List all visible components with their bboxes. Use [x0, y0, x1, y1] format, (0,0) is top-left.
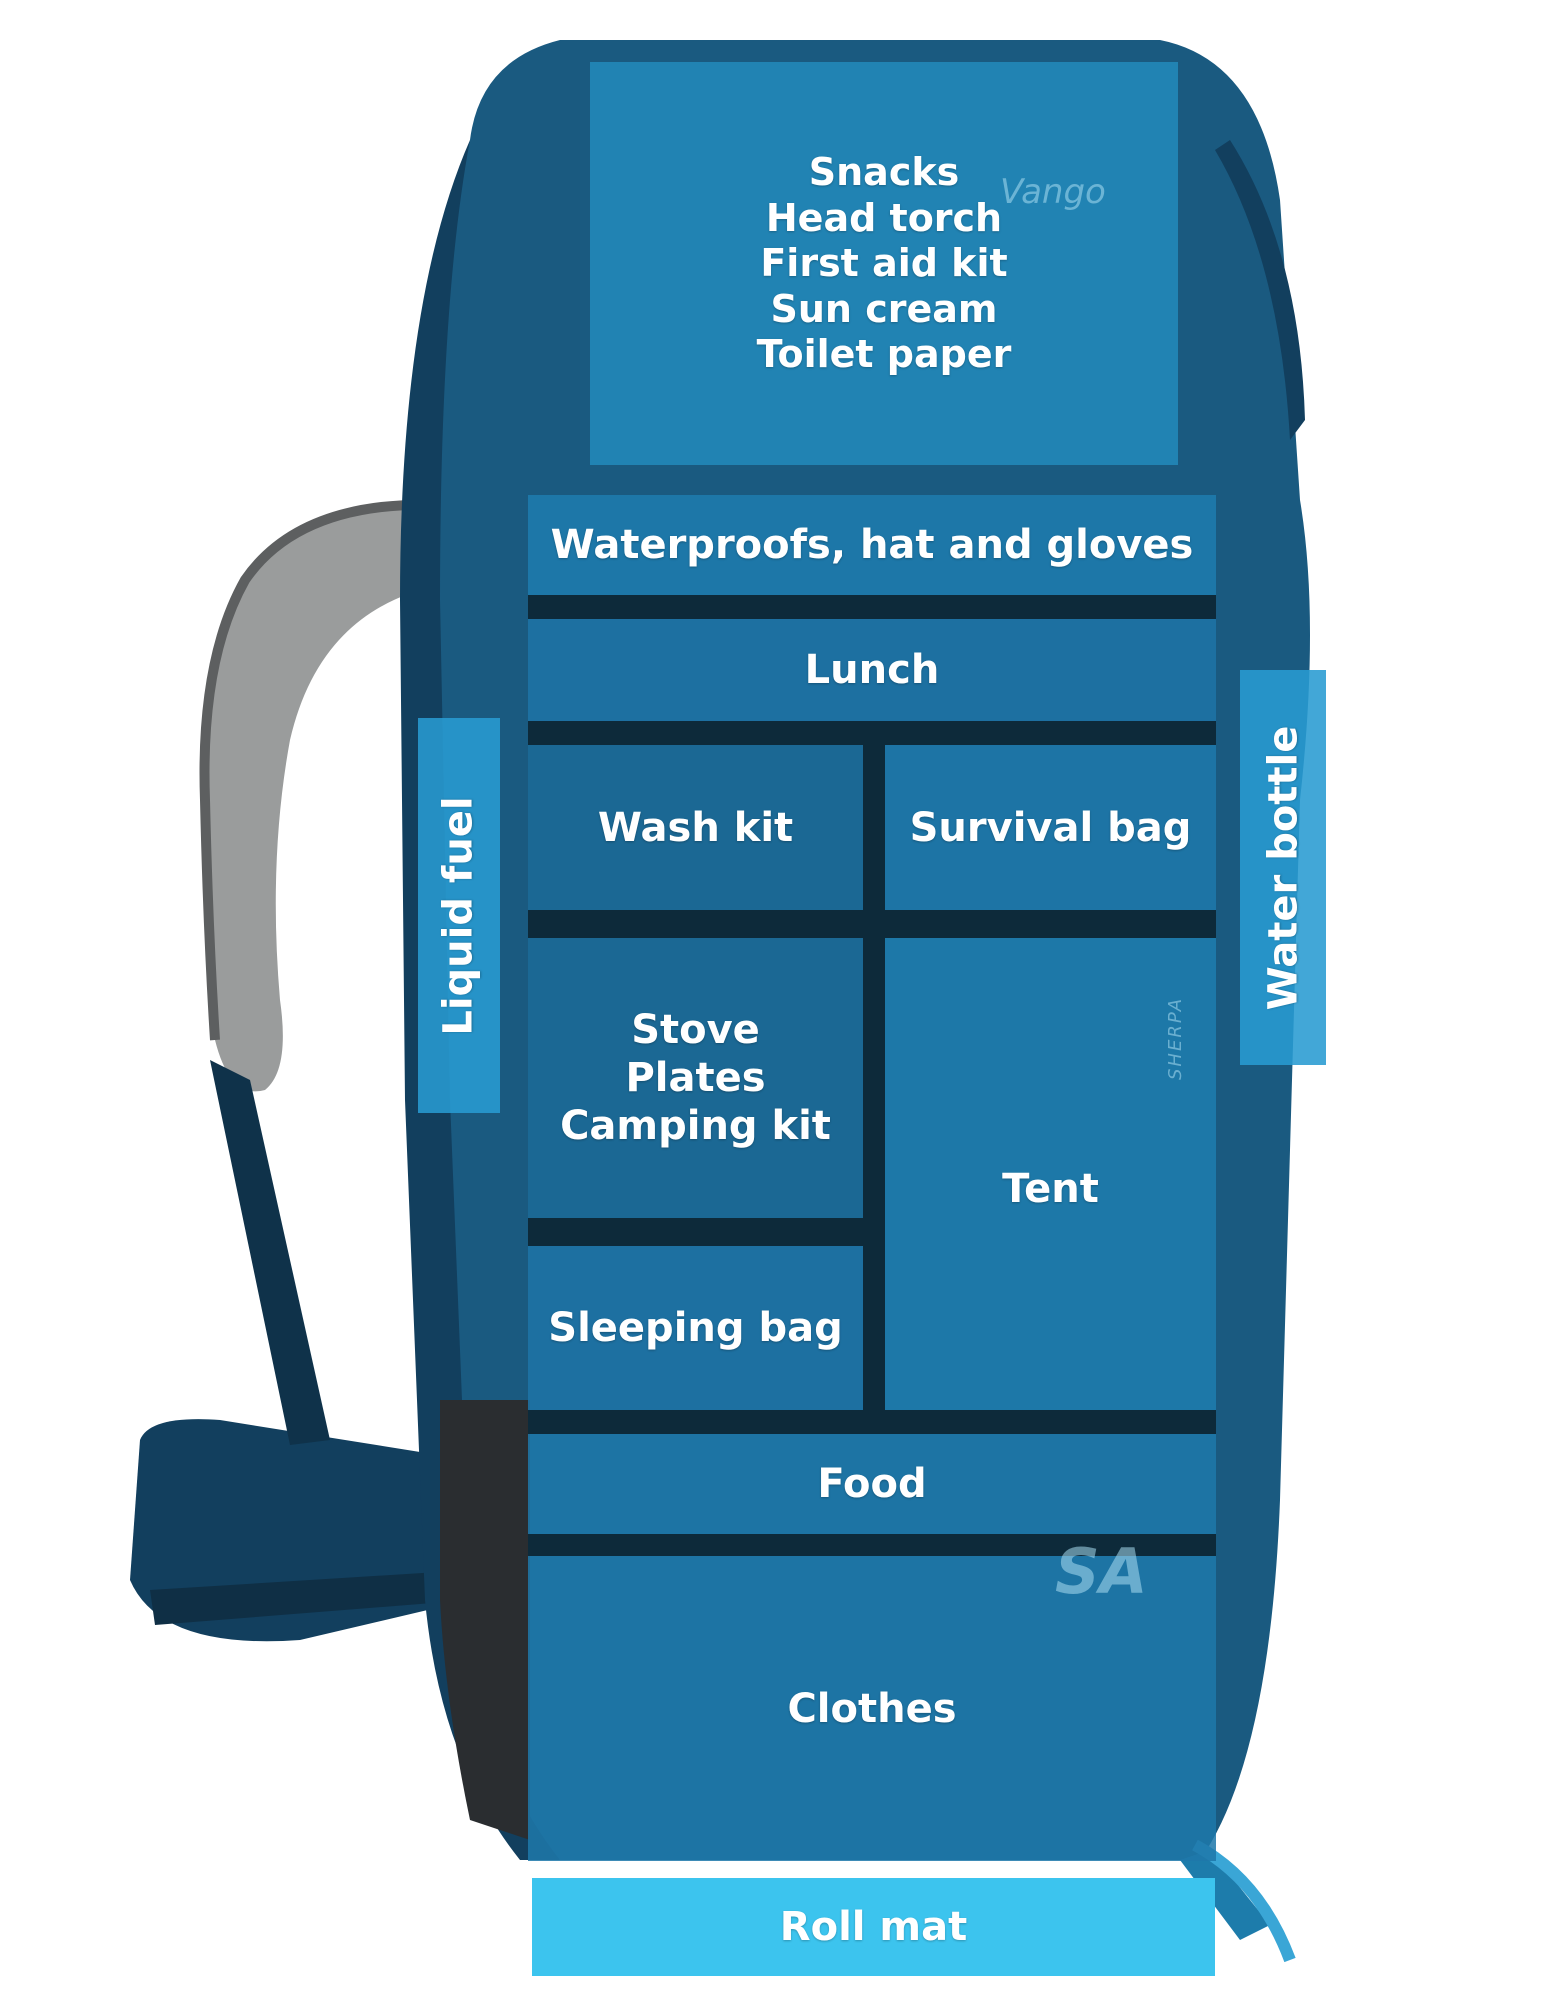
lunch-zone: Lunch	[528, 619, 1216, 721]
clothes-zone: Clothes	[528, 1556, 1216, 1861]
waterproofs-label: Waterproofs, hat and gloves	[550, 522, 1194, 568]
tent-zone: Tent	[885, 938, 1216, 1410]
tent-label: Tent	[1002, 1166, 1099, 1212]
back-panel	[440, 1400, 530, 1840]
lunch-label: Lunch	[804, 647, 940, 693]
divider	[528, 1534, 1216, 1556]
brand-badge: SA	[1055, 1535, 1148, 1608]
shoulder-strap	[204, 504, 440, 1092]
compression-strap	[1215, 140, 1305, 440]
hip-belt-strap	[150, 1570, 470, 1625]
bottom-straps	[1180, 1850, 1270, 1940]
wash-kit-label: Wash kit	[597, 804, 794, 851]
clothes-label: Clothes	[787, 1685, 957, 1732]
cooking-kit-zone: Stove Plates Camping kit	[528, 938, 863, 1218]
lid-pocket-zone: Snacks Head torch First aid kit Sun crea…	[590, 62, 1178, 465]
food-label: Food	[817, 1461, 927, 1507]
cooking-item: Camping kit	[560, 1103, 831, 1149]
lid-item: Sun cream	[770, 286, 998, 331]
water-bottle-zone: Water bottle	[1240, 670, 1326, 1065]
divider	[528, 721, 1216, 745]
wash-kit-zone: Wash kit	[528, 745, 863, 910]
lid-item: Head torch	[765, 195, 1003, 240]
food-zone: Food	[528, 1434, 1216, 1534]
shoulder-strap-edge	[199, 499, 441, 1041]
waterproofs-zone: Waterproofs, hat and gloves	[528, 495, 1216, 595]
sleeping-bag-label: Sleeping bag	[548, 1305, 843, 1351]
cooking-item: Plates	[625, 1055, 766, 1101]
liquid-fuel-label: Liquid fuel	[436, 795, 483, 1036]
strap-webbing	[210, 1060, 330, 1445]
water-bottle-label: Water bottle	[1260, 725, 1307, 1010]
divider	[528, 1410, 1216, 1434]
cooking-item: Stove	[631, 1007, 760, 1053]
divider	[528, 910, 1216, 938]
lid-item: Snacks	[808, 150, 960, 194]
lid-item: First aid kit	[760, 241, 1008, 286]
roll-mat-zone: Roll mat	[532, 1878, 1215, 1976]
divider	[528, 595, 1216, 619]
survival-bag-zone: Survival bag	[885, 745, 1216, 910]
survival-bag-label: Survival bag	[909, 804, 1192, 851]
liquid-fuel-zone: Liquid fuel	[418, 718, 500, 1113]
model-name: SHERPA	[1165, 996, 1186, 1080]
roll-mat-label: Roll mat	[779, 1904, 968, 1950]
sleeping-bag-zone: Sleeping bag	[528, 1246, 863, 1410]
lid-item: Toilet paper	[756, 332, 1012, 377]
divider	[863, 745, 885, 1410]
divider	[528, 1218, 863, 1246]
brand-logo: Vango	[1000, 172, 1106, 212]
